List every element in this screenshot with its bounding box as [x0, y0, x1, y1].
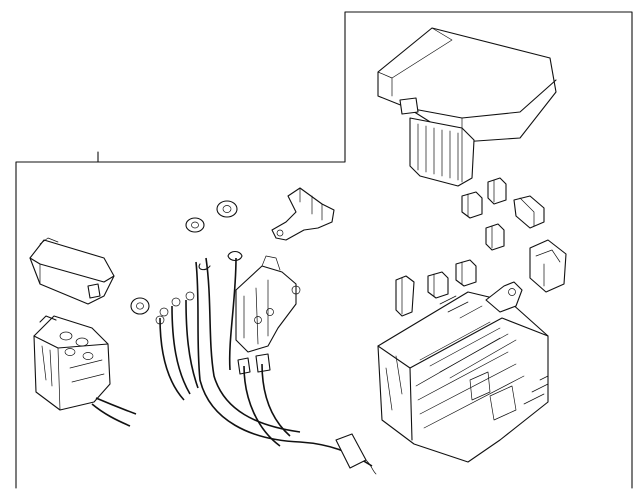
relay[interactable]	[529, 239, 567, 293]
upper-cover[interactable]	[377, 27, 557, 143]
mini-fuse[interactable]	[455, 259, 477, 287]
nut[interactable]	[130, 297, 150, 315]
mini-fuse[interactable]	[427, 271, 449, 299]
small-junction-block[interactable]	[33, 315, 137, 427]
mini-fuse[interactable]	[461, 191, 483, 219]
cartridge-fuse[interactable]	[395, 275, 415, 317]
small-cover[interactable]	[29, 237, 115, 305]
nut[interactable]	[216, 200, 238, 218]
terminal-clip[interactable]	[271, 187, 335, 241]
wire-harness[interactable]	[155, 250, 377, 475]
fuse-block[interactable]	[409, 117, 475, 187]
mini-fuse[interactable]	[485, 223, 505, 251]
frame-outline	[15, 11, 633, 489]
mini-fuse[interactable]	[487, 177, 507, 205]
fuse-box-assembly[interactable]	[377, 281, 549, 463]
terminal-bracket[interactable]	[235, 255, 301, 353]
nut[interactable]	[185, 217, 205, 233]
relay-fuse[interactable]	[513, 195, 545, 229]
